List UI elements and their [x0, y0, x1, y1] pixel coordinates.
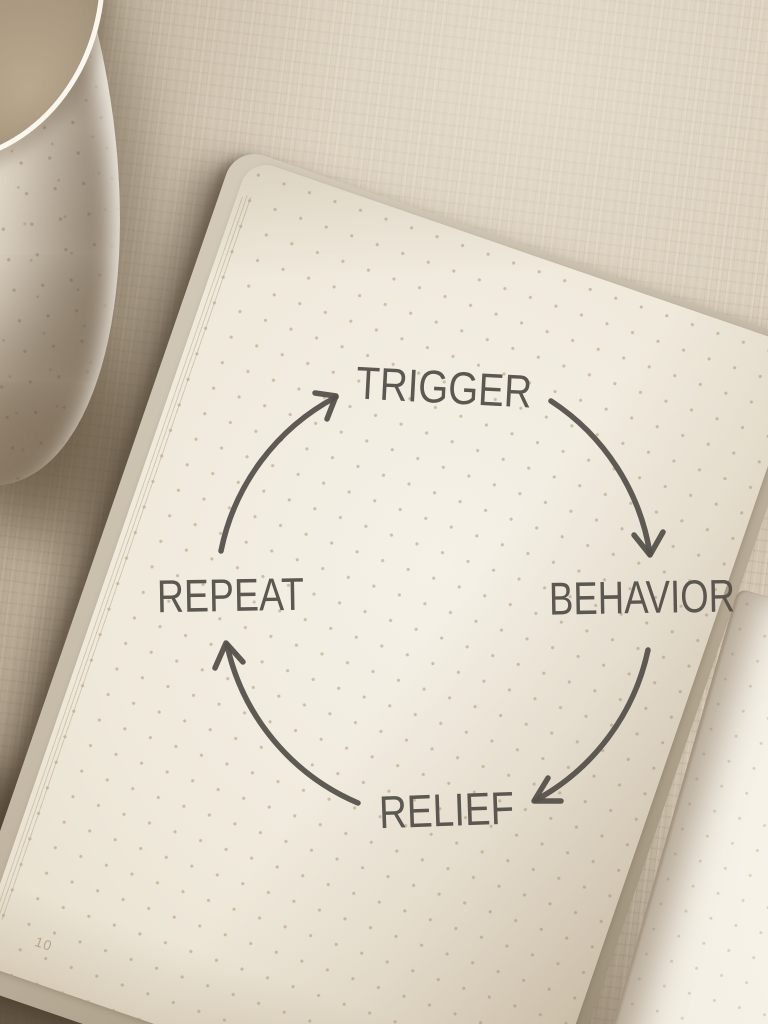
page-number: 10 [32, 933, 55, 955]
